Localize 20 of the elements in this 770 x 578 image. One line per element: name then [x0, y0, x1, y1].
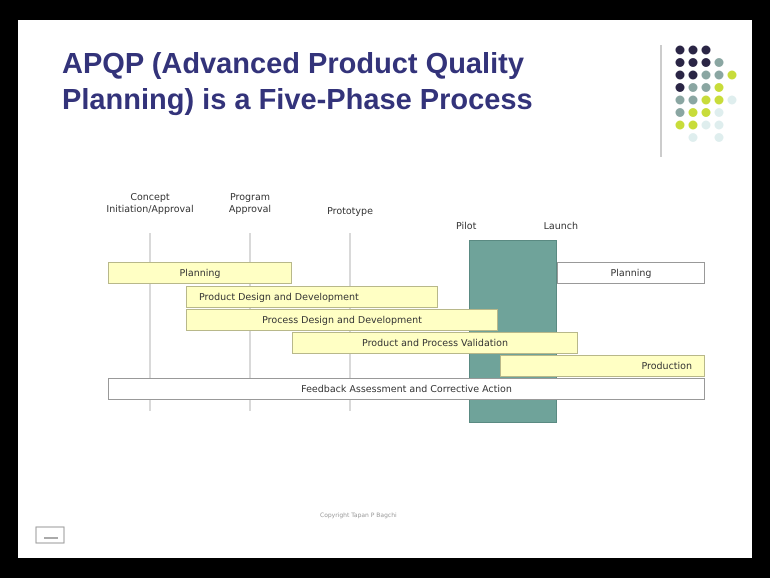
phase-bar: [108, 262, 292, 284]
milestone-label: Pilot: [456, 221, 476, 232]
phase-bar: [186, 309, 498, 331]
bar-label: Product Design and Development: [199, 292, 359, 302]
bar-label: Production: [641, 360, 692, 372]
bar-label: Process Design and Development: [262, 314, 422, 326]
phase-bar: [292, 332, 578, 354]
milestone-label: Prototype: [326, 206, 374, 218]
activity-bar: [557, 262, 705, 284]
phase-bar: [500, 355, 705, 377]
milestone-label: Program Approval: [228, 192, 272, 216]
milestone-label: Launch: [544, 221, 578, 232]
bar-label: Feedback Assessment and Corrective Action: [301, 384, 512, 394]
bar-label: Planning: [180, 268, 220, 278]
activity-bar: [108, 378, 705, 400]
slide-title: APQP (Advanced Product Quality Planning) is a Five-Phase Process: [62, 47, 534, 118]
bar-label: Product and Process Validation: [362, 338, 508, 348]
bar-label: Planning: [610, 268, 652, 278]
phase-bar: [186, 286, 438, 308]
milestone-label: Concept Initiation/Approval: [105, 192, 195, 216]
